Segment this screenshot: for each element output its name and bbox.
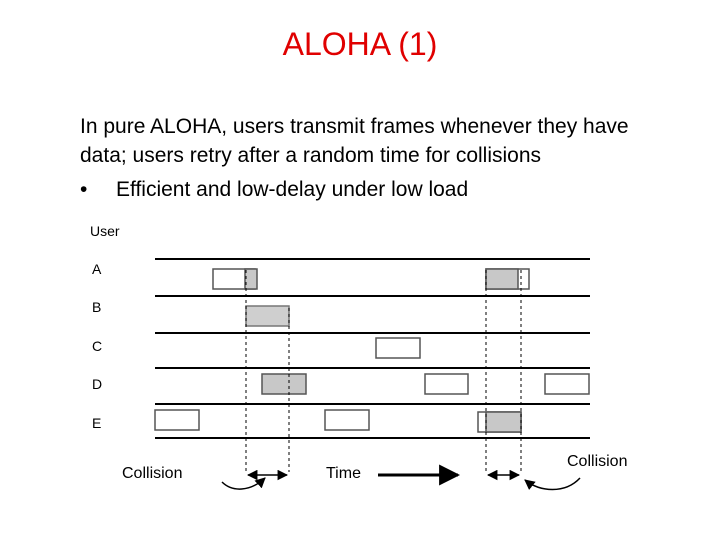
frame-a-2-overlap (485, 268, 519, 290)
frame-d-1 (261, 373, 307, 395)
frame-e-2 (324, 409, 370, 431)
user-axis-label: User (90, 223, 120, 239)
user-label-e: E (92, 415, 101, 431)
user-label-c: C (92, 338, 102, 354)
frame-a-1-overlap (244, 268, 258, 290)
bullet-dot: • (80, 178, 88, 201)
collision-pointer-right (524, 477, 581, 491)
collision-label-right: Collision (567, 453, 627, 470)
slide-title: ALOHA (1) (282, 26, 438, 62)
user-label-b: B (92, 299, 101, 315)
frame-d-2 (424, 373, 469, 395)
frame-c-1 (375, 337, 421, 359)
frame-b-1 (245, 305, 290, 327)
slide-bullet: • Efficient and low-delay under low load (80, 175, 468, 204)
bullet-text: Efficient and low-delay under low load (116, 178, 469, 201)
user-label-d: D (92, 376, 102, 392)
frame-d-3 (544, 373, 590, 395)
collision-pointer-left (221, 477, 266, 490)
frame-e-3-overlap (485, 411, 522, 433)
user-label-a: A (92, 261, 102, 277)
time-label: Time (326, 465, 361, 482)
slide-paragraph: In pure ALOHA, users transmit frames whe… (80, 115, 629, 167)
frame-e-1 (154, 409, 200, 431)
collision-label-left: Collision (122, 465, 182, 482)
